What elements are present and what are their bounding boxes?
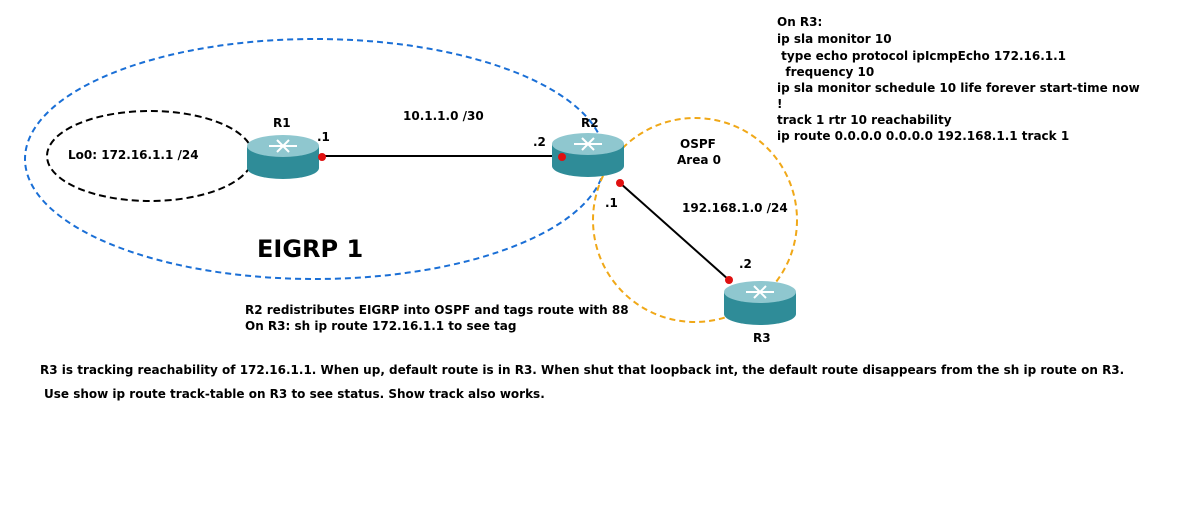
config-line: track 1 rtr 10 reachability xyxy=(777,113,952,127)
config-line: type echo protocol ipIcmpEcho 172.16.1.1 xyxy=(777,49,1066,63)
r3-interface-ip: .2 xyxy=(739,257,752,271)
ospf-area-number: Area 0 xyxy=(677,153,721,167)
router-r3[interactable] xyxy=(723,280,797,326)
config-line: ip sla monitor schedule 10 life forever … xyxy=(777,81,1140,95)
loopback-label: Lo0: 172.16.1.1 /24 xyxy=(68,148,199,162)
link-r2-r3 xyxy=(619,182,730,281)
interface-dot-r3 xyxy=(725,276,733,284)
subnet-r1-r2: 10.1.1.0 /30 xyxy=(403,109,484,123)
tracking-note-line1: R3 is tracking reachability of 172.16.1.… xyxy=(40,363,1124,377)
ospf-area-boundary xyxy=(592,117,798,323)
interface-dot-r2-left xyxy=(558,153,566,161)
r2-interface-ip-down: .1 xyxy=(605,196,618,210)
redistribute-note-line1: R2 redistributes EIGRP into OSPF and tag… xyxy=(245,303,629,317)
interface-dot-r1 xyxy=(318,153,326,161)
r2-interface-ip-left: .2 xyxy=(533,135,546,149)
redistribute-note-line2: On R3: sh ip route 172.16.1.1 to see tag xyxy=(245,319,516,333)
config-line: frequency 10 xyxy=(777,65,874,79)
config-line: ! xyxy=(777,97,782,111)
router-r1[interactable] xyxy=(246,134,320,180)
r3-config-block: On R3: ip sla monitor 10 type echo proto… xyxy=(777,15,1140,143)
router-r2-label: R2 xyxy=(581,116,599,130)
r1-interface-ip: .1 xyxy=(317,130,330,144)
eigrp-area-label: EIGRP 1 xyxy=(257,235,363,263)
config-line: ip sla monitor 10 xyxy=(777,32,892,46)
subnet-r2-r3: 192.168.1.0 /24 xyxy=(682,201,788,215)
router-r1-label: R1 xyxy=(273,116,291,130)
config-line: ip route 0.0.0.0 0.0.0.0 192.168.1.1 tra… xyxy=(777,129,1069,143)
ospf-area-label: OSPF xyxy=(680,137,716,151)
tracking-note-line2: Use show ip route track-table on R3 to s… xyxy=(44,387,545,401)
interface-dot-r2-down xyxy=(616,179,624,187)
router-r3-label: R3 xyxy=(753,331,771,345)
config-line: On R3: xyxy=(777,15,822,29)
